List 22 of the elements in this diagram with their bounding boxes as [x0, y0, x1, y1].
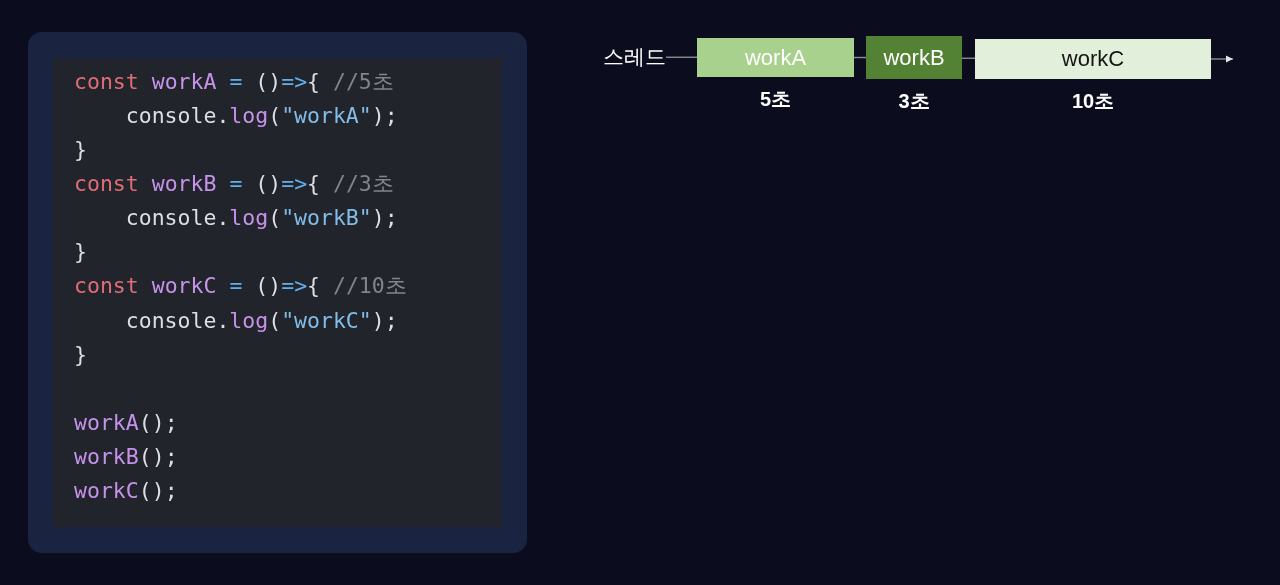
thread-label: 스레드	[603, 43, 666, 71]
task-box: workA	[697, 38, 854, 77]
code-line: console.log("workB");	[125, 204, 398, 233]
task-box: workC	[975, 39, 1211, 79]
code-line: const workB = ()=>{ //3초	[74, 170, 394, 199]
connector-line	[665, 56, 698, 58]
arrow	[1210, 55, 1234, 63]
code-line: const workC = ()=>{ //10초	[74, 272, 407, 301]
duration-label: 10초	[1071, 89, 1115, 113]
code-line: }	[74, 136, 87, 165]
code-line: console.log("workA");	[125, 102, 398, 131]
code-line: }	[74, 238, 87, 267]
code-panel	[28, 32, 527, 553]
code-line: workB();	[74, 442, 178, 471]
task-box: workB	[866, 36, 962, 79]
code-line: }	[74, 340, 87, 369]
code-line: const workA = ()=>{ //5초	[74, 68, 394, 96]
code-line: console.log("workC");	[125, 306, 398, 335]
code-line: workA();	[74, 408, 178, 437]
duration-label: 5초	[759, 87, 792, 111]
code-line: workC();	[74, 476, 178, 505]
duration-label: 3초	[898, 89, 930, 113]
